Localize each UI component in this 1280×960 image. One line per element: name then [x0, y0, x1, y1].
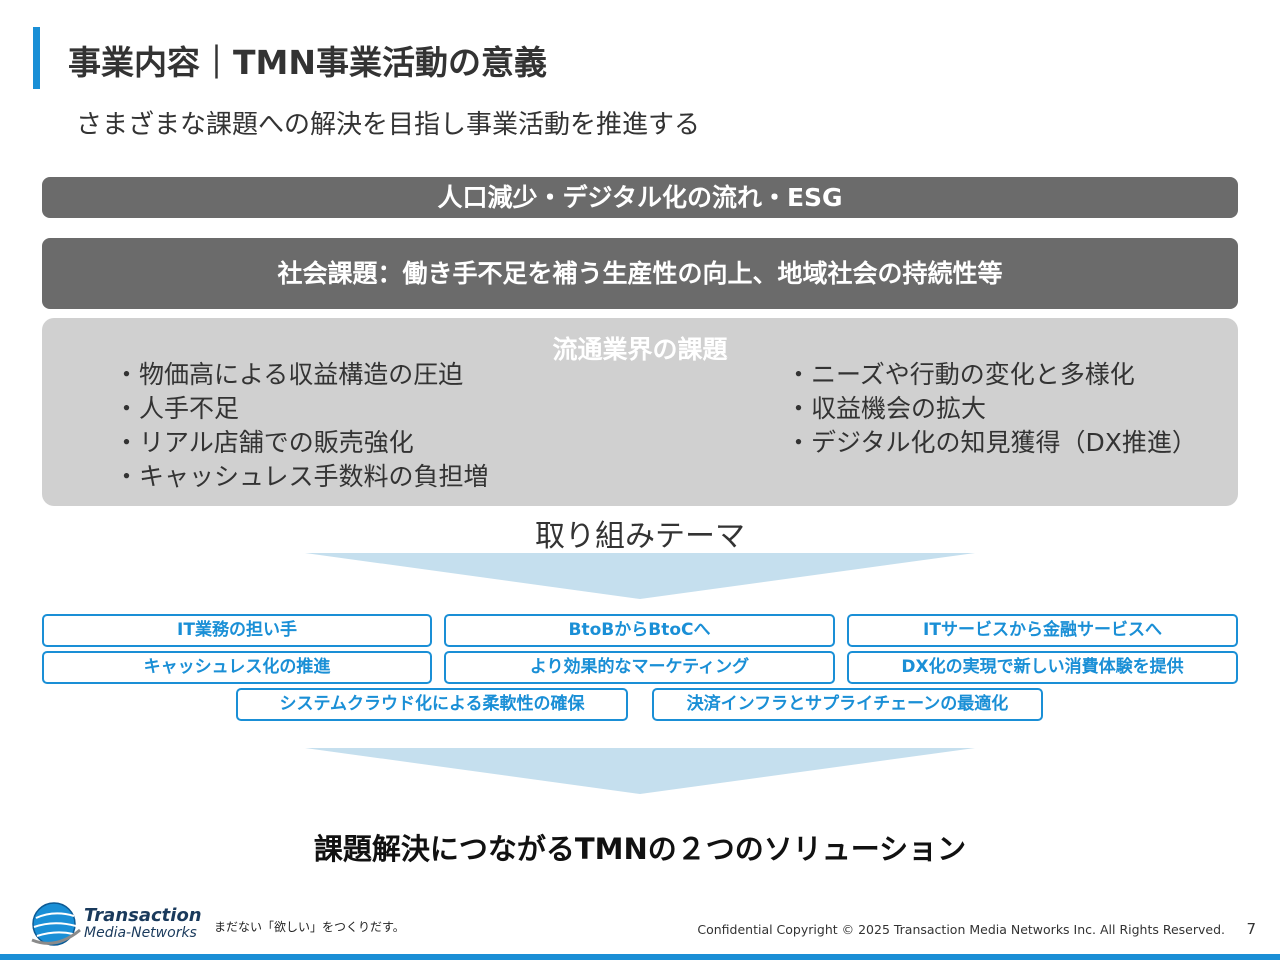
issues-list-left: ・物価高による収益構造の圧迫 ・人手不足 ・リアル店舗での販売強化 ・キャッシュ… — [114, 358, 489, 494]
footer-accent-line — [0, 954, 1280, 960]
industry-issues-panel: 流通業界の課題 ・物価高による収益構造の圧迫 ・人手不足 ・リアル店舗での販売強… — [42, 318, 1238, 506]
theme-box: ITサービスから金融サービスへ — [847, 614, 1238, 647]
issue-item: ・人手不足 — [114, 394, 240, 423]
social-issue-band: 社会課題：働き手不足を補う生産性の向上、地域社会の持続性等 — [42, 238, 1238, 309]
logo-wordmark: Transaction — [84, 905, 202, 926]
issue-item: ・キャッシュレス手数料の負担増 — [114, 462, 489, 491]
industry-issues-title: 流通業界の課題 — [552, 335, 728, 364]
issue-item: ・ニーズや行動の変化と多様化 — [786, 360, 1135, 389]
issue-item: ・物価高による収益構造の圧迫 — [114, 360, 464, 389]
themes-heading: 取り組みテーマ — [535, 519, 745, 554]
issues-list-right: ・ニーズや行動の変化と多様化 ・収益機会の拡大 ・デジタル化の知見獲得（DX推進… — [786, 358, 1197, 460]
issue-item: ・収益機会の拡大 — [786, 394, 987, 423]
theme-box: 決済インフラとサプライチェーンの最適化 — [652, 688, 1043, 721]
issue-item: ・デジタル化の知見獲得（DX推進） — [786, 428, 1197, 457]
globe-logo-icon — [31, 902, 81, 946]
theme-box: より効果的なマーケティング — [444, 651, 835, 684]
theme-box: キャッシュレス化の推進 — [42, 651, 432, 684]
theme-box: システムクラウド化による柔軟性の確保 — [236, 688, 628, 721]
page-subtitle: さまざまな課題への解決を目指し事業活動を推進する — [76, 110, 701, 140]
solution-heading: 課題解決につながるTMNの２つのソリューション — [313, 832, 967, 866]
page-title: 事業内容｜TMN事業活動の意義 — [68, 43, 547, 82]
trend-band: 人口減少・デジタル化の流れ・ESG — [42, 177, 1238, 218]
down-arrow-shape — [305, 748, 975, 794]
theme-box: BtoBからBtoCへ — [444, 614, 835, 647]
theme-box: DX化の実現で新しい消費体験を提供 — [847, 651, 1238, 684]
issue-item: ・リアル店舗での販売強化 — [114, 428, 414, 457]
theme-box: IT業務の担い手 — [42, 614, 432, 647]
logo-wordmark-sub: Media-Networks — [84, 925, 197, 941]
copyright-notice: Confidential Copyright © 2025 Transactio… — [697, 922, 1225, 937]
title-accent-bar — [33, 27, 40, 89]
tagline: まだない「欲しい」をつくりだす。 — [214, 920, 405, 934]
page-number: 7 — [1246, 920, 1256, 938]
down-arrow-shape — [305, 553, 975, 599]
